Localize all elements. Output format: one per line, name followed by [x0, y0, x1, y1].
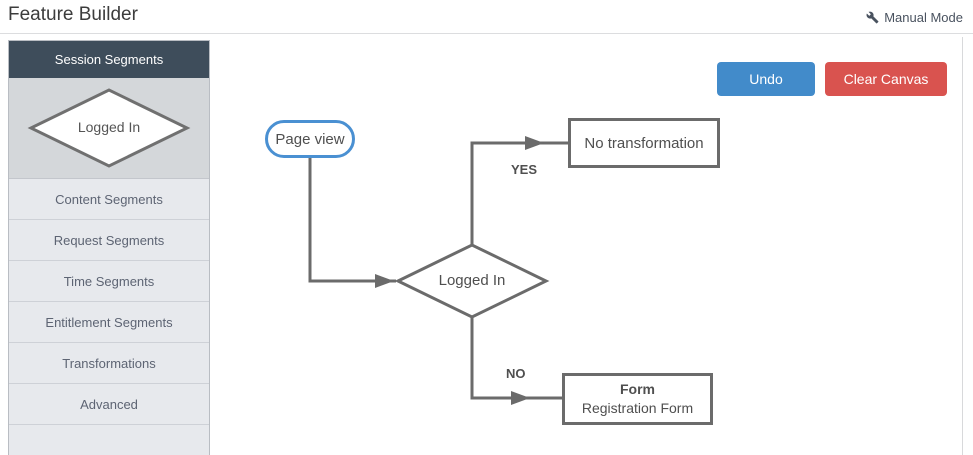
top-header: Feature Builder Manual Mode — [0, 0, 973, 34]
sidebar-item-content-segments[interactable]: Content Segments — [9, 179, 209, 220]
arrowhead-start-to-decision — [375, 274, 394, 288]
arrowhead-yes-branch — [525, 136, 544, 150]
flow-canvas[interactable]: Undo Clear Canvas Page view Logged In YE… — [210, 37, 963, 455]
segment-sidebar: Session Segments Logged In Content Segme… — [8, 40, 210, 455]
clear-canvas-button[interactable]: Clear Canvas — [825, 62, 947, 96]
manual-mode-toggle[interactable]: Manual Mode — [866, 8, 963, 26]
no-transformation-node[interactable]: No transformation — [568, 118, 720, 168]
edge-label-no: NO — [506, 366, 526, 381]
flow-connectors — [308, 136, 570, 405]
sidebar-item-entitlement-segments[interactable]: Entitlement Segments — [9, 302, 209, 343]
edge-label-yes: YES — [511, 162, 538, 177]
sidebar-item-empty — [9, 425, 209, 455]
palette-panel: Logged In — [9, 78, 209, 179]
sidebar-item-transformations[interactable]: Transformations — [9, 343, 209, 384]
manual-mode-label: Manual Mode — [884, 9, 963, 25]
form-registration-node[interactable]: Form Registration Form — [562, 373, 713, 425]
sidebar-item-request-segments[interactable]: Request Segments — [9, 220, 209, 261]
palette-diamond-shape[interactable] — [9, 78, 209, 178]
decision-diamond-shape — [394, 243, 550, 319]
sidebar-section-session-segments[interactable]: Session Segments — [9, 41, 209, 78]
arrowhead-no-branch — [511, 391, 530, 405]
sidebar-item-advanced[interactable]: Advanced — [9, 384, 209, 425]
start-node[interactable]: Page view — [265, 120, 355, 158]
wrench-icon — [866, 11, 879, 24]
form-node-type: Form — [620, 381, 655, 397]
page-title: Feature Builder — [8, 4, 138, 25]
undo-button[interactable]: Undo — [717, 62, 815, 96]
form-node-name: Registration Form — [581, 400, 694, 416]
sidebar-item-time-segments[interactable]: Time Segments — [9, 261, 209, 302]
